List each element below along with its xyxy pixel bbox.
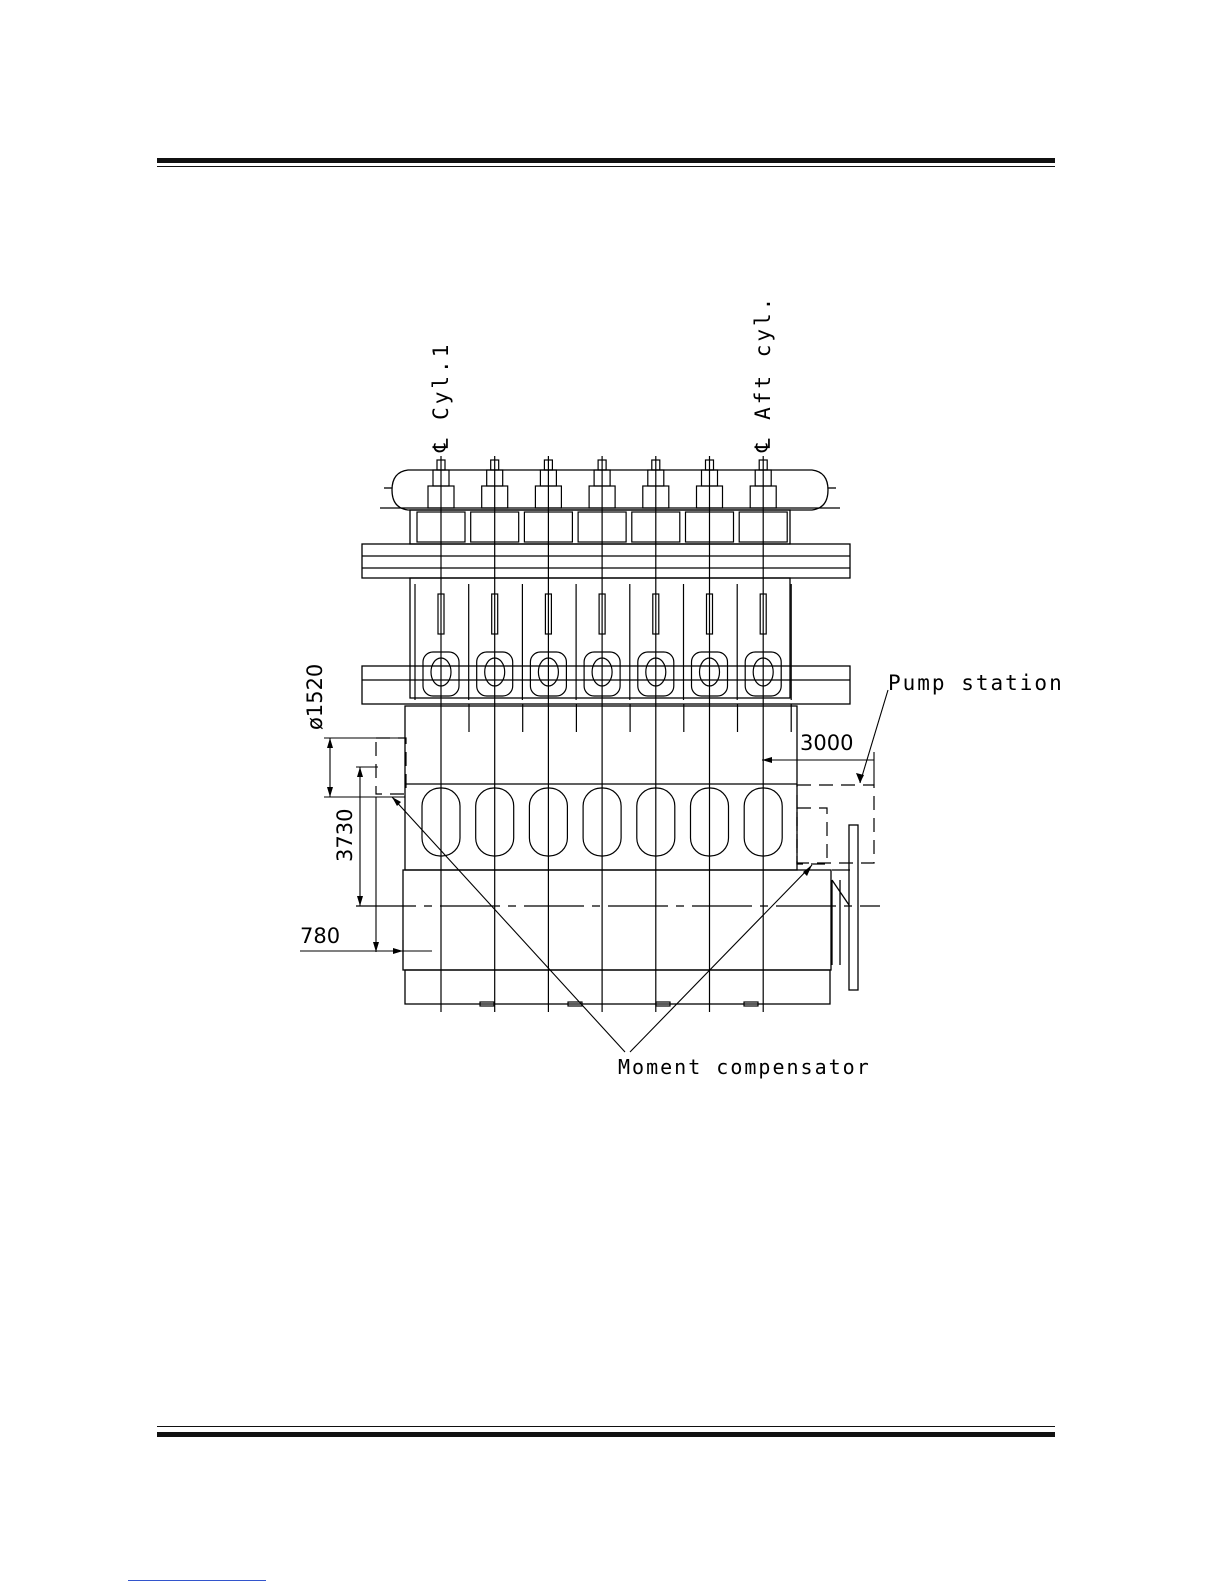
moment-compensator-aft	[797, 808, 827, 864]
moment-compensator-label: Moment compensator	[618, 1055, 871, 1079]
footer-rule-thick	[157, 1432, 1055, 1437]
dimension-3730: 3730	[333, 809, 357, 862]
bedplate	[403, 870, 831, 970]
flywheel	[849, 825, 858, 990]
footer-rule-thin	[157, 1426, 1055, 1427]
pump-station-label: Pump station	[888, 671, 1064, 695]
upper-platform	[362, 544, 850, 578]
compensator-leader-aft	[630, 865, 812, 1052]
moment-compensator-fore	[376, 738, 406, 794]
dimension-1520: ø1520	[303, 664, 327, 730]
cyl1-label: ℄ Cyl.1	[429, 342, 453, 453]
compensator-leader-fore	[392, 797, 625, 1052]
dimension-780: 780	[300, 924, 340, 948]
pump-station-box	[797, 785, 874, 863]
bedplate-foot	[405, 970, 830, 1004]
footer-link-underline	[128, 1580, 266, 1581]
dimension-3000: 3000	[800, 731, 853, 755]
aft-cyl-label: ℄ Aft cyl.	[751, 295, 775, 453]
